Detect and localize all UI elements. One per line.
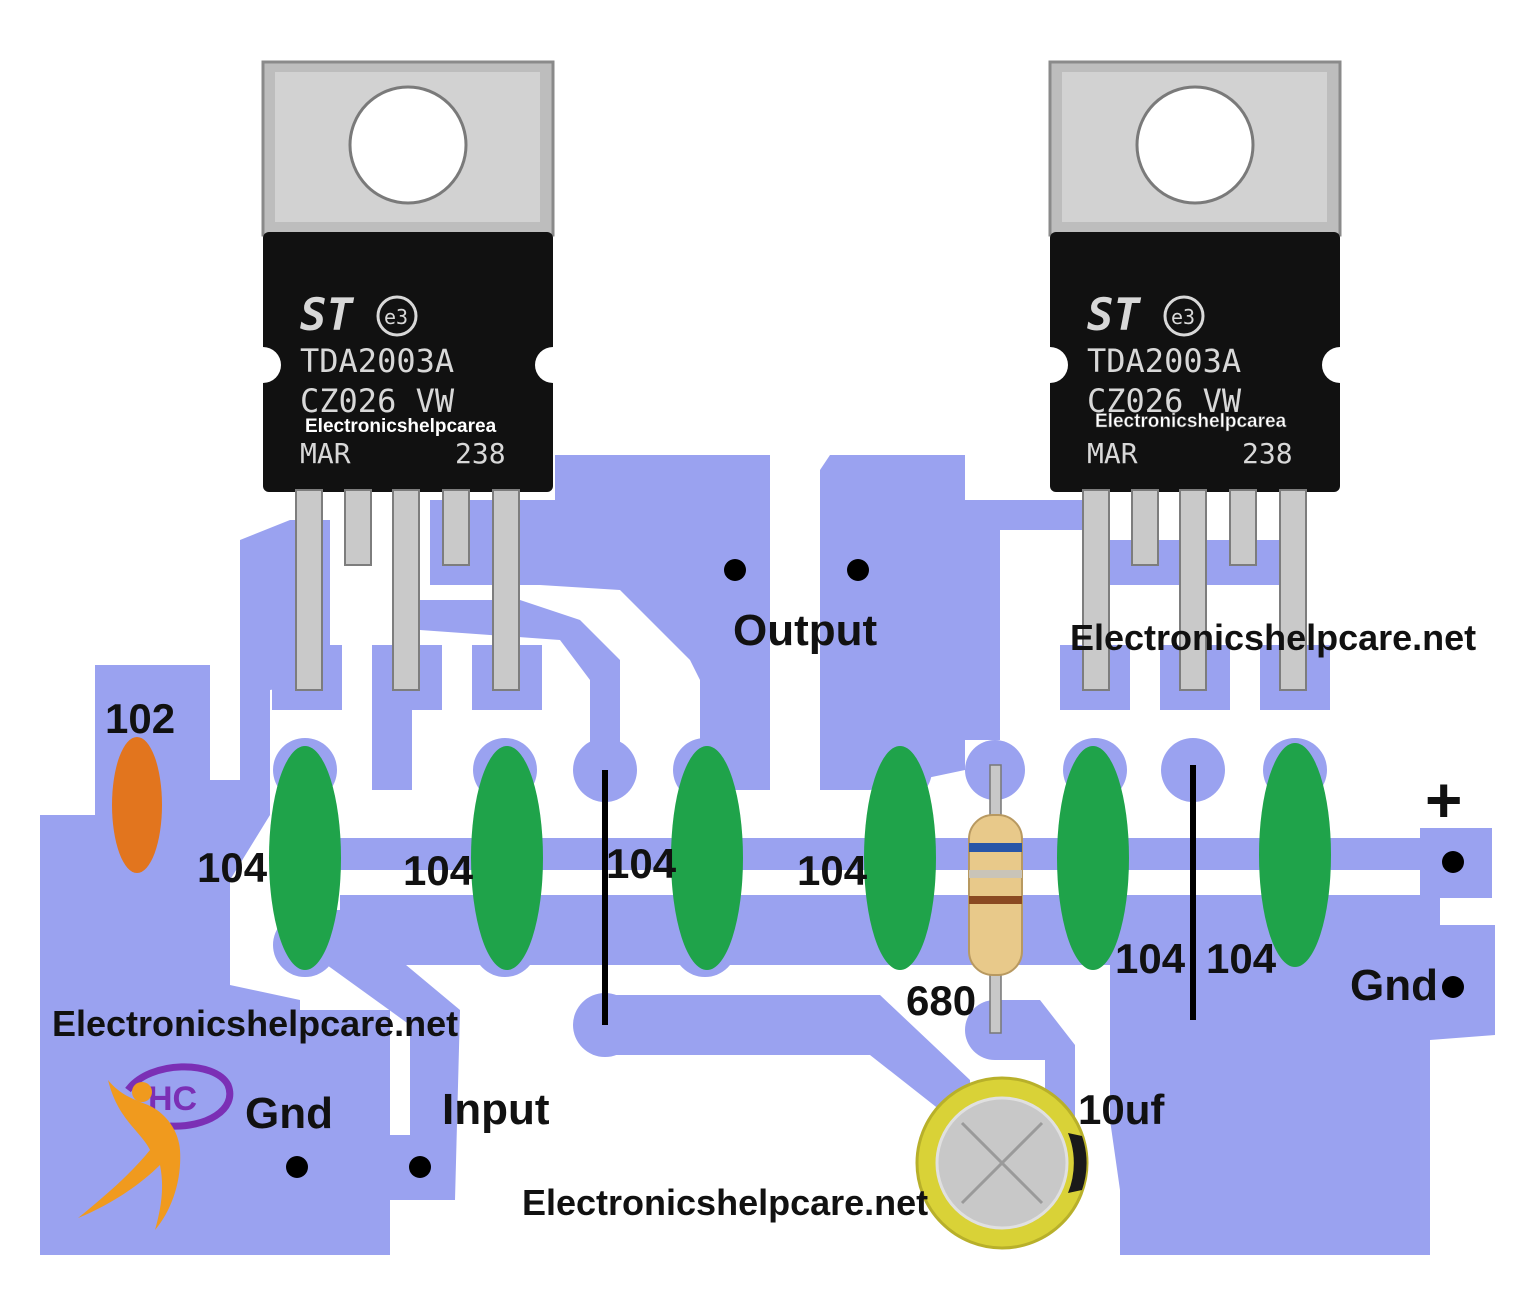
copper-right-upper <box>820 455 965 790</box>
resistor-band-grey <box>969 870 1022 878</box>
ic-right-pin-1 <box>1082 489 1110 691</box>
ic-right-pin-4 <box>1229 489 1257 566</box>
ic-right-notch-r <box>1322 347 1358 383</box>
copper-res-to-10uf <box>995 1000 1075 1120</box>
ic-left-body <box>263 232 553 492</box>
ic-left-part-number: TDA2003A <box>300 342 454 380</box>
ic-right-date-code-right: 238 <box>1242 437 1293 470</box>
ic-right-mount-hole <box>1135 85 1255 205</box>
label-cap-104-6: 104 <box>1206 935 1277 982</box>
capacitors-104 <box>269 743 1331 970</box>
capacitor-104-5 <box>1057 746 1129 970</box>
ic-left-rohs-ring <box>376 295 418 337</box>
capacitor-104-2 <box>471 746 543 970</box>
logo-figure-body <box>78 1080 181 1230</box>
label-resistor-680: 680 <box>906 977 976 1024</box>
ic-left: ST e3 TDA2003A CZ026 VW Electronicshelpc… <box>245 60 571 691</box>
watermark-bottom-left: Electronicshelpcare.net <box>52 1003 458 1044</box>
ic-left-date-code-right: 238 <box>455 437 506 470</box>
ic-right-pin-5 <box>1279 489 1307 691</box>
capacitor-10uf <box>915 1076 1089 1250</box>
label-small-cap-102: 102 <box>105 695 175 742</box>
dot-output-right <box>847 559 869 581</box>
copper-right-ground <box>1110 900 1495 1255</box>
capacitor-10uf-polarity-stripe <box>1068 1133 1087 1193</box>
ic-right-pin-2 <box>1131 489 1159 566</box>
ic-left-mount-hole <box>348 85 468 205</box>
ic-right-lot-code: CZ026 VW <box>1087 382 1242 420</box>
ic-left-notch-l <box>245 347 281 383</box>
label-gnd-left: Gnd <box>245 1089 333 1138</box>
ic-left-notch-r <box>535 347 571 383</box>
copper-trace-10uf <box>605 995 970 1110</box>
capacitor-104-1 <box>269 746 341 970</box>
label-plus: + <box>1425 764 1462 836</box>
label-cap-104-4: 104 <box>797 847 868 894</box>
copper-left-trace-a <box>420 600 620 770</box>
ic-right-rohs-mark: e3 <box>1171 305 1195 329</box>
ic-right-date-code-left: MAR <box>1087 437 1138 470</box>
ic-right-body <box>1050 232 1340 492</box>
ic-right-pin-3 <box>1179 489 1207 691</box>
copper-right-tab-area <box>965 500 1090 740</box>
ic-left-pin-2 <box>344 489 372 566</box>
label-cap-104-1: 104 <box>197 844 268 891</box>
resistor-body <box>968 814 1023 976</box>
logo-purple-swoosh <box>125 1063 234 1130</box>
ic-left-rohs-mark: e3 <box>384 305 408 329</box>
resistor-band-brown <box>969 896 1022 904</box>
ic-left-watermark: Electronicshelpcarea <box>305 416 497 437</box>
ic-right-part-number: TDA2003A <box>1087 342 1241 380</box>
ic-left-brand-logo: ST <box>300 290 354 341</box>
ic-left-date-code-left: MAR <box>300 437 351 470</box>
capacitor-104-6 <box>1259 743 1331 967</box>
copper-left-ground <box>40 520 390 1255</box>
label-output: Output <box>733 606 878 655</box>
ic-right-notch-l <box>1032 347 1068 383</box>
ic-left-pin-5 <box>492 489 520 691</box>
label-input: Input <box>442 1085 550 1134</box>
label-cap-104-3: 104 <box>606 840 677 887</box>
ic-right-rohs-ring <box>1163 295 1205 337</box>
pad-dots <box>286 559 1464 1178</box>
label-cap-104-5: 104 <box>1115 935 1186 982</box>
dot-plus <box>1442 851 1464 873</box>
label-gnd-right: Gnd <box>1350 961 1438 1010</box>
label-electrolytic-10uf: 10uf <box>1078 1086 1165 1133</box>
logo-figure-head <box>132 1082 152 1102</box>
label-cap-104-2: 104 <box>403 847 474 894</box>
ic-left-pins <box>295 489 520 691</box>
ic-left-lot-code: CZ026 VW <box>300 382 455 420</box>
ic-right-pins <box>1082 489 1307 691</box>
copper-input-trace <box>300 910 460 1200</box>
ic-left-pin-1 <box>295 489 323 691</box>
watermark-bottom-center: Electronicshelpcare.net <box>522 1182 928 1223</box>
resistor-band-blue <box>969 843 1022 852</box>
dot-input <box>409 1156 431 1178</box>
dot-gnd-left <box>286 1156 308 1178</box>
copper-left-col <box>372 700 412 790</box>
dot-gnd-right <box>1442 976 1464 998</box>
dot-output-left <box>724 559 746 581</box>
ic-left-pin-3 <box>392 489 420 691</box>
ic-right-watermark: Electronicshelpcarea <box>1095 411 1287 432</box>
ic-left-pin-4 <box>442 489 470 566</box>
ic-right: ST e3 TDA2003A CZ026 VW Electronicshelpc… <box>1032 60 1358 691</box>
capacitor-104-4 <box>864 746 936 970</box>
ic-right-brand-logo: ST <box>1087 290 1141 341</box>
capacitor-104-3 <box>671 746 743 970</box>
resistor-680 <box>968 764 1023 1034</box>
watermark-top-right: Electronicshelpcare.net <box>1070 617 1476 658</box>
capacitor-102 <box>112 737 162 873</box>
capacitor-10uf-vent-2 <box>960 1121 1044 1205</box>
ehc-logo: HC <box>78 1063 234 1230</box>
